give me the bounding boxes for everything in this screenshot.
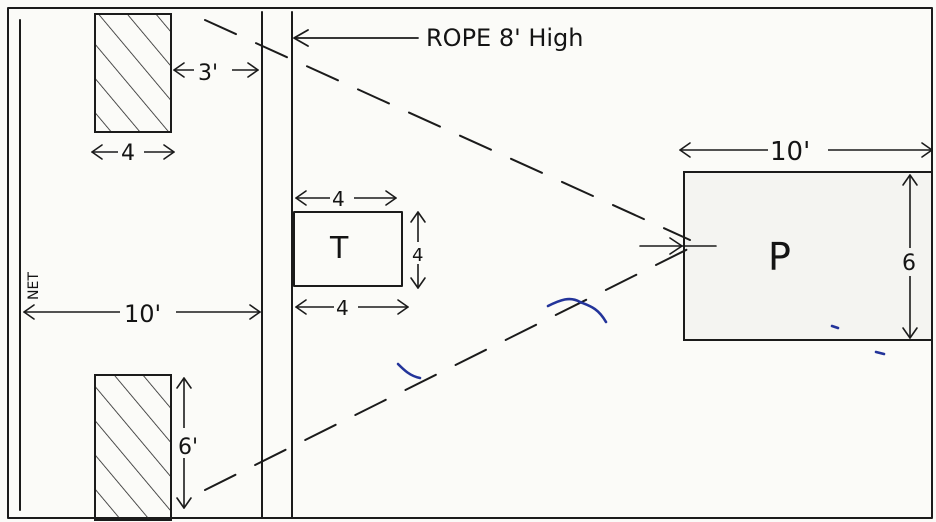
top-gap-arrow-right xyxy=(247,62,259,78)
target-bottom-label: 4 xyxy=(336,296,349,320)
target-height-arrow-top xyxy=(410,211,426,223)
target-bottom-arrow-right xyxy=(397,299,409,315)
net-rope-arrow-left xyxy=(23,304,35,320)
target-box xyxy=(293,211,403,287)
net-rope-label: 10' xyxy=(124,300,161,328)
bottom-height-label: 6' xyxy=(178,435,198,460)
target-top-label: 4 xyxy=(332,187,345,211)
blue-scribble-2 xyxy=(396,362,422,380)
player-width-label: 10' xyxy=(770,137,810,167)
target-label: T xyxy=(329,231,349,266)
target-bottom-arrow-left xyxy=(295,299,307,315)
target-height-arrow-bottom xyxy=(410,277,426,289)
trajectory-lower-dashed xyxy=(204,247,691,491)
top-gap-label: 3' xyxy=(198,61,218,86)
blue-scribble-1 xyxy=(546,297,608,324)
target-height-label: 4 xyxy=(412,245,423,266)
blue-scribble-4 xyxy=(874,350,886,356)
player-box xyxy=(683,171,933,341)
player-height-arrow-top xyxy=(902,174,918,186)
target-top-arrow-right xyxy=(385,190,397,206)
top-width-label: 4 xyxy=(121,141,135,166)
top-gap-arrow-left xyxy=(173,62,185,78)
bottom-height-arrow-bottom xyxy=(176,497,192,509)
bottom-height-arrow-top xyxy=(176,377,192,389)
player-height-label: 6 xyxy=(902,251,916,276)
rope-pointer-arrowhead xyxy=(293,29,309,47)
player-height-arrow-bottom xyxy=(902,327,918,339)
blue-scribble-3 xyxy=(830,324,840,330)
player-pointer-arrowhead xyxy=(669,237,683,255)
top-hatched-box xyxy=(94,13,172,133)
player-width-arrow-right xyxy=(921,142,933,158)
bottom-hatched-box xyxy=(94,374,172,521)
target-top-arrow-left xyxy=(295,190,307,206)
top-width-arrow-left xyxy=(91,144,103,160)
top-width-arrow-right xyxy=(163,144,175,160)
trajectory-upper-dashed xyxy=(204,19,691,241)
net-label: NET xyxy=(26,272,42,300)
player-label: P xyxy=(768,235,791,279)
rope-label: ROPE 8' High xyxy=(426,24,584,52)
player-width-arrow-left xyxy=(679,142,691,158)
net-rope-arrow-right xyxy=(249,304,261,320)
